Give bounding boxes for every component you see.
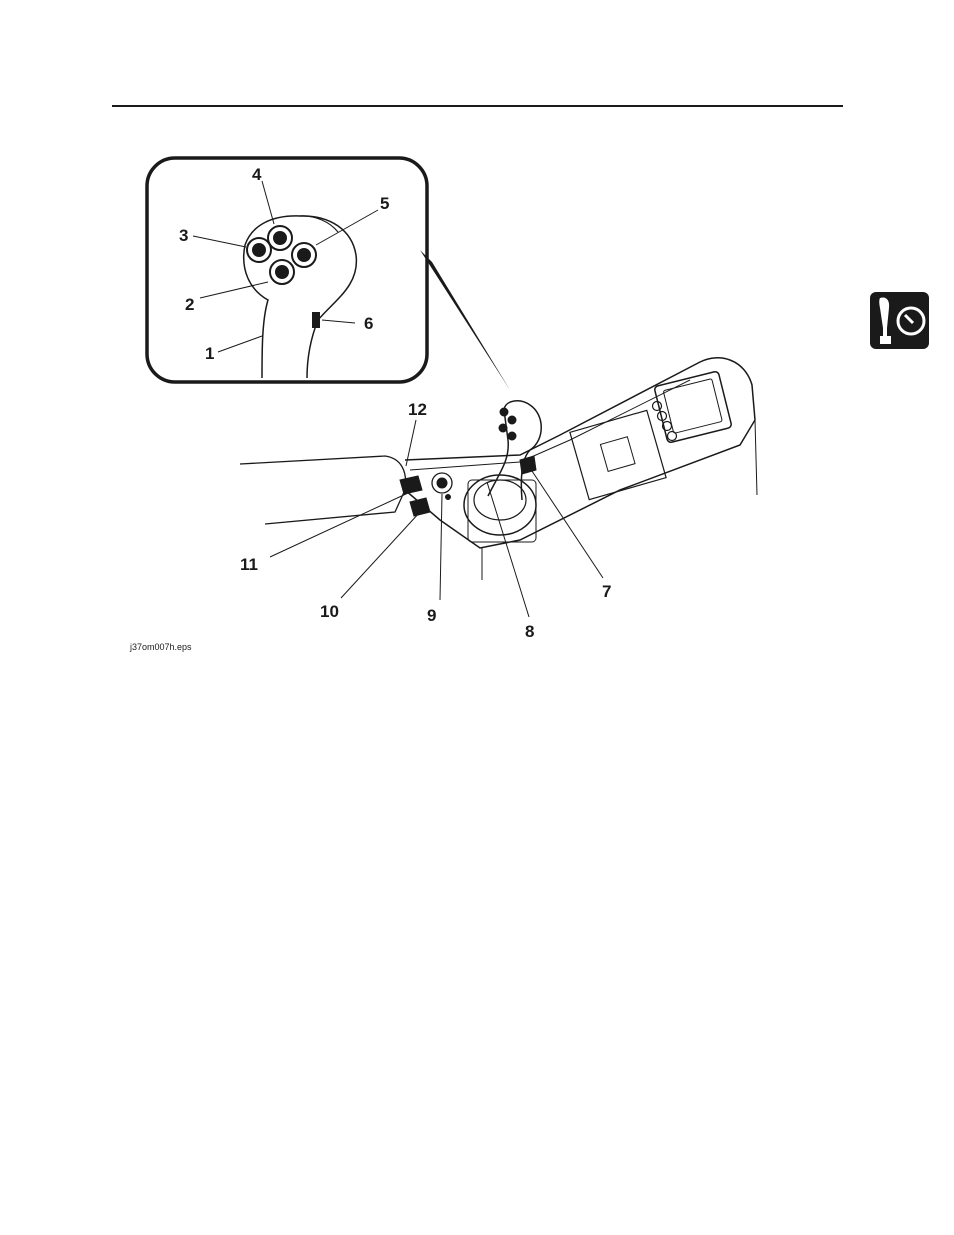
callout-11: 11 <box>240 555 258 574</box>
callout-2: 2 <box>185 295 194 314</box>
callout-8: 8 <box>525 622 534 641</box>
joystick-detail-inset <box>147 158 427 382</box>
callout-6: 6 <box>364 314 373 333</box>
button-2-icon <box>270 260 294 284</box>
trigger-6-icon <box>312 312 320 328</box>
section-tab <box>870 292 929 349</box>
callout-10: 10 <box>320 602 339 621</box>
callout-7: 7 <box>602 582 611 601</box>
callout-3: 3 <box>179 226 188 245</box>
callout-1: 1 <box>205 344 214 363</box>
joystick-and-gauge-icon <box>870 292 929 349</box>
figure-filename: j37om007h.eps <box>130 642 192 652</box>
inset-pointer <box>420 250 510 390</box>
button-4-icon <box>268 226 292 250</box>
callout-9: 9 <box>427 606 436 625</box>
callout-12: 12 <box>408 400 427 419</box>
armrest-console <box>240 358 757 617</box>
button-5-icon <box>292 243 316 267</box>
button-3-icon <box>247 238 271 262</box>
callout-4: 4 <box>252 165 262 184</box>
callout-5: 5 <box>380 194 389 213</box>
